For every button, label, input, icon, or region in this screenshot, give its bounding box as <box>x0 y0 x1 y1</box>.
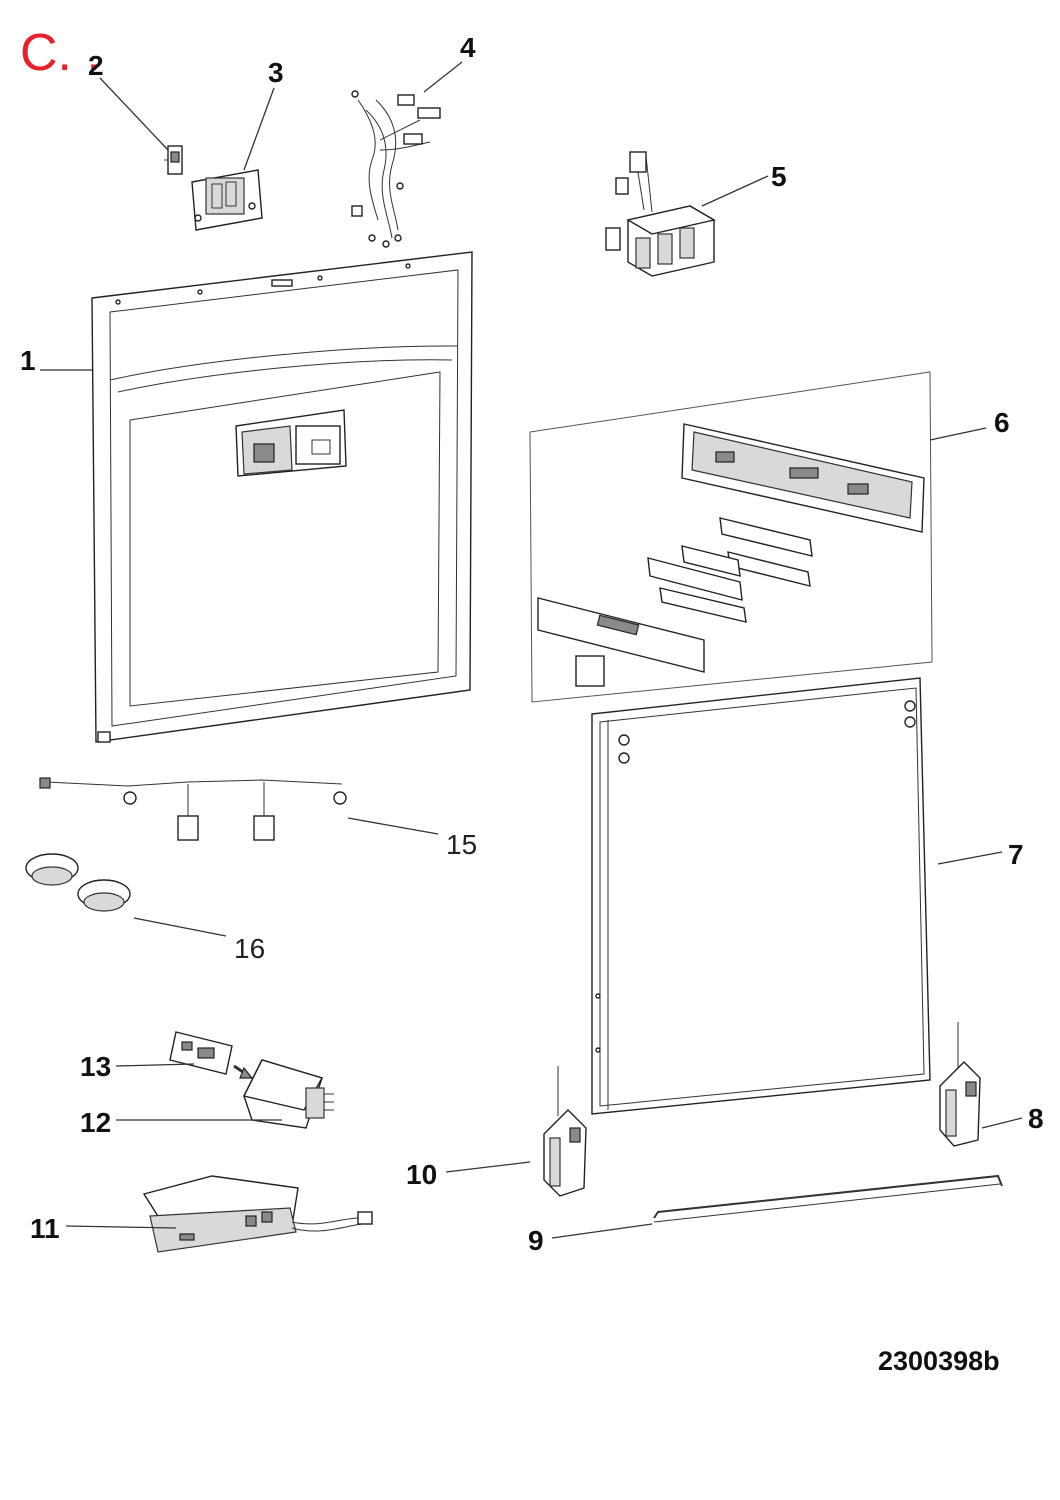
callout-9: 9 <box>528 1225 544 1256</box>
leader-11 <box>65 1225 177 1229</box>
section-label: C. . <box>20 24 101 82</box>
part-8-right-hinge <box>939 1022 981 1147</box>
part-10-left-hinge <box>543 1066 587 1197</box>
leader-3 <box>243 87 275 171</box>
leader-9 <box>551 1223 653 1239</box>
callout-6: 6 <box>994 407 1010 438</box>
callout-2: 2 <box>88 50 104 81</box>
leader-2 <box>99 77 169 151</box>
callout-7: 7 <box>1008 839 1024 870</box>
leader-8 <box>981 1117 1023 1129</box>
part-1-inner-door <box>91 251 473 743</box>
leader-15 <box>347 817 439 835</box>
callout-10: 10 <box>406 1159 437 1190</box>
leader-5 <box>701 175 769 207</box>
reference-code: 2300398b <box>878 1346 1000 1376</box>
callout-8: 8 <box>1028 1103 1044 1134</box>
callout-15: 15 <box>446 829 477 860</box>
part-4-wiring-harness <box>351 90 441 248</box>
callout-16: 16 <box>234 933 265 964</box>
part-16-caps <box>25 853 131 912</box>
detergent-dispenser <box>235 409 347 477</box>
part-6-control-panel <box>529 371 933 703</box>
part-12-module <box>242 1059 334 1129</box>
part-15-lamp-harness <box>39 777 347 841</box>
part-3-bracket <box>191 169 263 231</box>
leader-7 <box>937 851 1003 865</box>
leader-6 <box>929 427 987 441</box>
callout-1: 1 <box>20 345 36 376</box>
callout-13: 13 <box>80 1051 111 1082</box>
part-11-control-board <box>142 1175 373 1253</box>
leader-10 <box>445 1161 531 1173</box>
callout-5: 5 <box>771 161 787 192</box>
part-2-switch <box>164 145 183 175</box>
part-13-label <box>169 1031 254 1079</box>
callout-12: 12 <box>80 1107 111 1138</box>
part-7-outer-door <box>591 677 931 1115</box>
callout-11: 11 <box>30 1213 60 1244</box>
leader-13 <box>115 1063 195 1067</box>
part-9-rod <box>653 1174 1003 1223</box>
leader-4 <box>423 61 463 93</box>
callout-3: 3 <box>268 57 284 88</box>
part-5-door-lock <box>605 151 716 277</box>
leader-16 <box>133 917 227 937</box>
callout-4: 4 <box>460 32 476 63</box>
